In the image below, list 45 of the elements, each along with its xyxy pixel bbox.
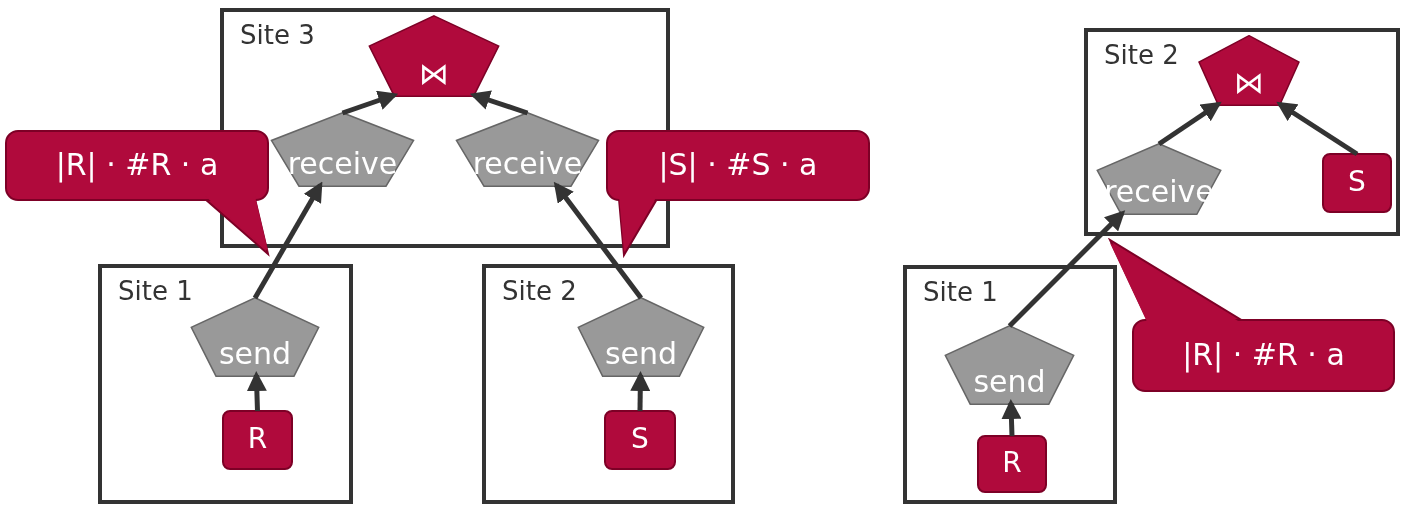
site-box — [903, 265, 1117, 504]
join-pentagon — [1198, 35, 1300, 106]
site-label: Site 3 — [240, 20, 315, 50]
operator-pentagon — [577, 297, 705, 377]
site-label: Site 2 — [1104, 40, 1179, 70]
site-box — [1084, 28, 1400, 236]
arrow — [1157, 101, 1222, 147]
operator-pentagon — [455, 112, 600, 187]
relation-label: S — [1348, 165, 1366, 198]
operator-label: send — [218, 336, 292, 371]
relation-label: R — [247, 422, 268, 455]
arrow — [252, 181, 323, 300]
operator-label: receive — [472, 146, 583, 181]
relation-label: R — [1002, 446, 1022, 479]
site-label: Site 1 — [923, 277, 998, 307]
join-pentagon — [368, 15, 500, 97]
site-label: Site 1 — [118, 276, 193, 306]
arrow — [246, 371, 267, 412]
relation-box — [222, 410, 293, 470]
arrow — [553, 181, 643, 300]
arrow — [1001, 399, 1022, 437]
arrow — [630, 371, 651, 412]
relation-box — [1322, 153, 1392, 213]
arrow — [469, 90, 529, 116]
operator-pentagon — [270, 112, 415, 187]
operator-pentagon — [1096, 143, 1222, 215]
relation-box — [604, 410, 676, 470]
operator-label: send — [604, 336, 678, 371]
site-box — [98, 264, 353, 504]
relation-label: S — [631, 422, 649, 455]
join-symbol: ⋈ — [1234, 65, 1264, 100]
arrow — [1007, 210, 1126, 328]
site-box — [482, 264, 735, 504]
operator-label: send — [973, 364, 1046, 399]
operator-pentagon — [944, 325, 1075, 405]
operator-pentagon — [190, 297, 320, 377]
cost-formula: |S| · #S · a — [658, 146, 818, 182]
arrow — [341, 90, 399, 116]
arrow — [1276, 101, 1359, 157]
operator-label: receive — [287, 146, 398, 181]
join-symbol: ⋈ — [419, 56, 449, 91]
site-label: Site 2 — [502, 276, 577, 306]
cost-formula: |R| · #R · a — [55, 146, 219, 182]
cost-formula: |R| · #R · a — [1182, 336, 1345, 372]
relation-box — [977, 435, 1047, 493]
